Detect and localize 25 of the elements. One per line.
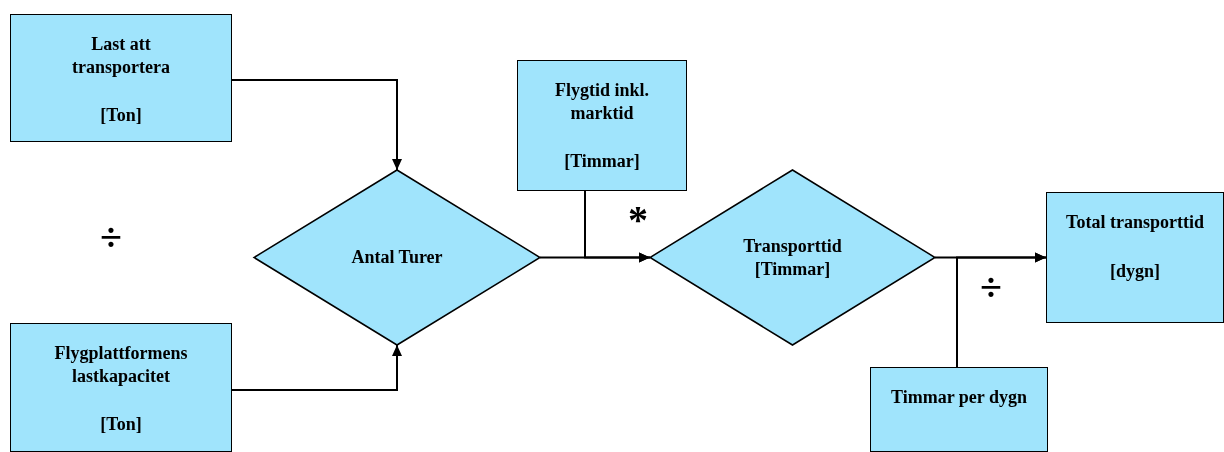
- node-text: [Timmar]: [564, 150, 640, 173]
- node-text: Transporttid [Timmar]: [742, 235, 843, 280]
- process-box: [870, 367, 1048, 452]
- process-box: [10, 323, 232, 452]
- process-box: [517, 60, 687, 191]
- decision-diamond: [650, 170, 935, 345]
- node-text: Flygtid inkl. marktid: [554, 79, 650, 124]
- process-box: [1046, 192, 1224, 323]
- operator-symbol: *: [628, 200, 648, 240]
- process-box: [10, 14, 232, 142]
- node-text: Timmar per dygn: [891, 386, 1027, 409]
- node-text: [Ton]: [100, 413, 142, 436]
- arrow: [584, 190, 651, 263]
- arrow: [231, 79, 402, 171]
- node-text: Flygplattformens lastkapacitet: [53, 342, 189, 387]
- node-text: Total transporttid: [1066, 211, 1204, 234]
- arrow: [956, 252, 1047, 368]
- arrow: [231, 344, 402, 391]
- node-text: Antal Turer: [351, 246, 443, 269]
- node-text: [dygn]: [1110, 259, 1160, 282]
- node-text: Last att transportera: [71, 33, 171, 78]
- operator-symbol: ÷: [100, 218, 122, 258]
- node-text: [Ton]: [100, 104, 142, 127]
- operator-symbol: ÷: [980, 268, 1002, 308]
- decision-diamond: [254, 170, 540, 345]
